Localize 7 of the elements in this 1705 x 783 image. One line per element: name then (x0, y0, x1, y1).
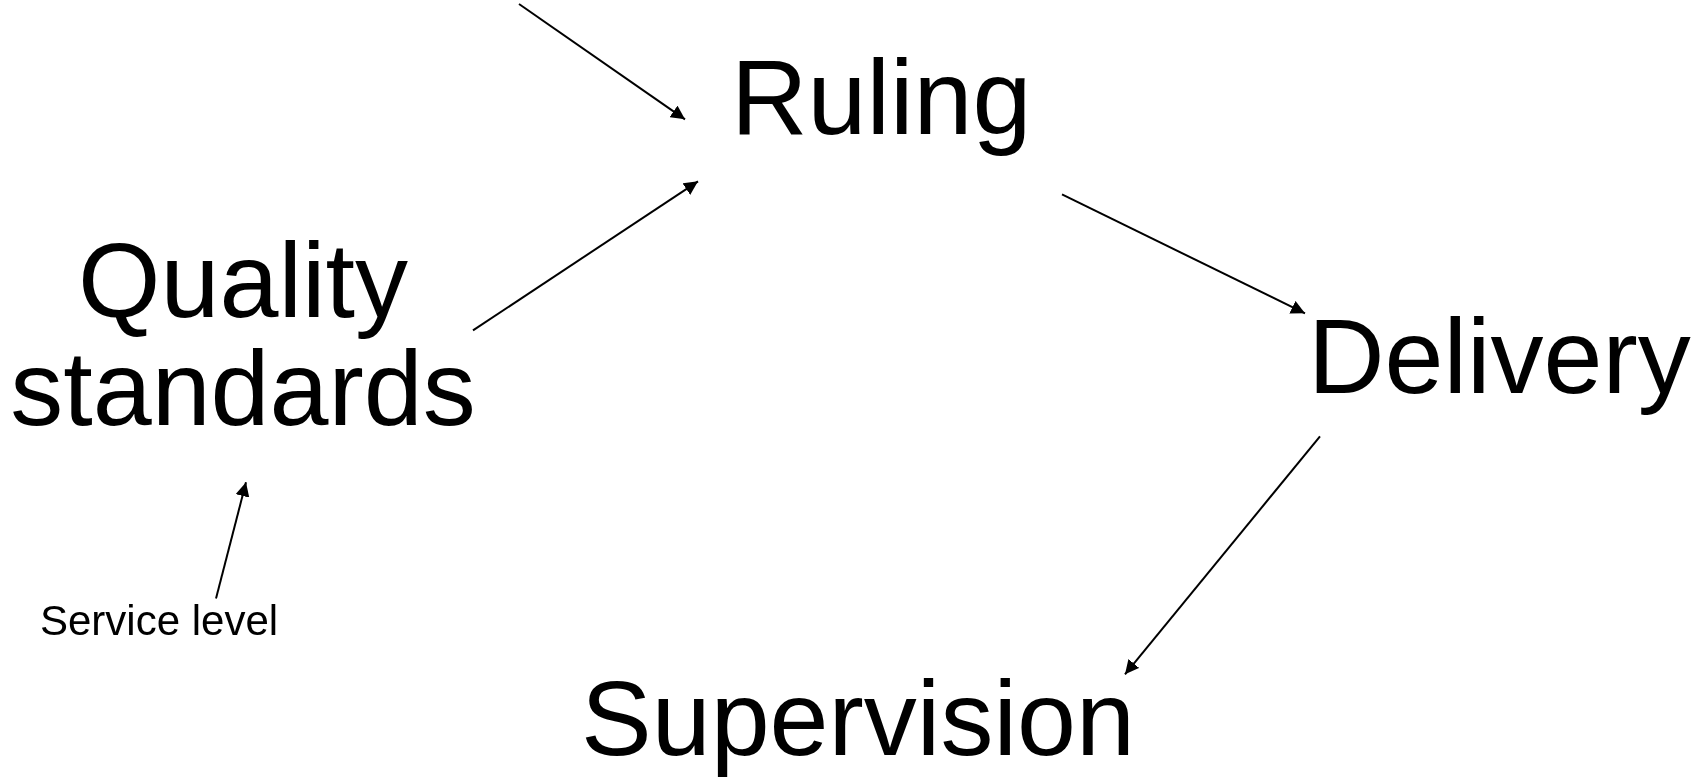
arrow (1061, 193, 1306, 315)
arrow (215, 481, 250, 600)
source-label: Service level (40, 600, 279, 643)
arrow (472, 180, 699, 332)
arrow (518, 3, 686, 121)
concept-label: Quality standards (8, 226, 478, 443)
arrow (1124, 435, 1321, 676)
